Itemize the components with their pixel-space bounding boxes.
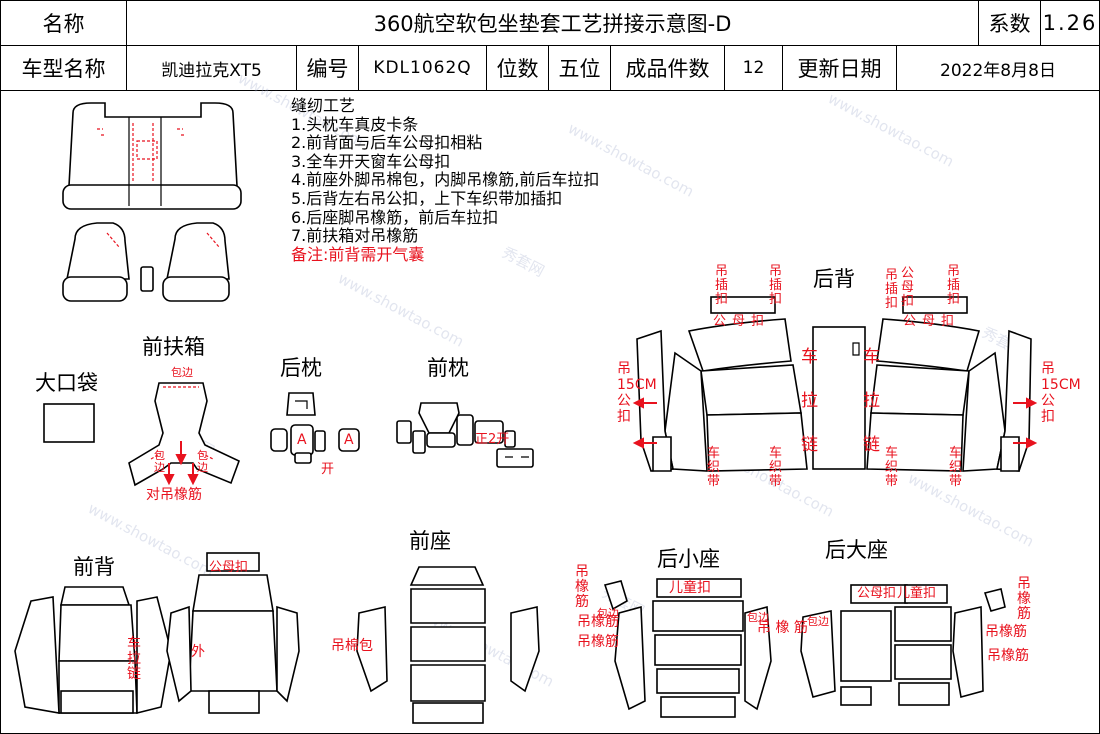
annotation-armrest-edge: 包边 bbox=[171, 366, 193, 379]
notes-title: 缝纫工艺 bbox=[291, 96, 356, 115]
annotation-front-headrest-open: 正2开 bbox=[475, 432, 510, 447]
rear-back-center-panel bbox=[812, 326, 866, 470]
rear-small-seat-drawing bbox=[603, 578, 772, 718]
annotation-child-buckle: 儿童扣 bbox=[897, 586, 937, 601]
front-armrest-drawing bbox=[128, 382, 241, 487]
section-rear-big-seat: 后大座 bbox=[825, 538, 888, 562]
front-back-drawing bbox=[14, 552, 300, 715]
annotation-armrest-rubber: 对吊橡筋 bbox=[146, 487, 202, 503]
annotation-rubber-band: 吊橡筋 bbox=[1017, 576, 1031, 622]
name-label: 名称 bbox=[1, 1, 127, 45]
annotation-front-seat-cotton: 吊棉包 bbox=[331, 638, 373, 654]
annotation-hang-15cm: 吊15CM公扣 bbox=[1041, 361, 1081, 425]
section-big-pocket: 大口袋 bbox=[35, 371, 98, 395]
annotation-child-buckle: 儿童扣 bbox=[669, 580, 711, 596]
annotation-front-back-zipper: 车拉链 bbox=[127, 636, 141, 682]
annotation-front-back-outside: 外 bbox=[191, 644, 205, 660]
seats-value: 五位 bbox=[549, 46, 611, 90]
notes-remark: 备注:前背需开气囊 bbox=[291, 244, 425, 264]
code-value: KDL1062Q bbox=[359, 46, 487, 90]
annotation-hang-15cm: 吊15CM公扣 bbox=[617, 361, 657, 425]
section-front-seat: 前座 bbox=[409, 529, 451, 553]
seat-overview-drawing bbox=[62, 102, 242, 302]
update-label: 更新日期 bbox=[783, 46, 897, 90]
header-row-1: 名称 360航空软包坐垫套工艺拼接示意图-D 系数 1.26 bbox=[1, 1, 1099, 46]
annotation-rubber-band-spaced: 吊 橡 筋 bbox=[757, 620, 808, 636]
update-value: 2022年8月8日 bbox=[940, 60, 1056, 81]
section-front-back: 前背 bbox=[73, 555, 115, 579]
annotation-edge: 包边 bbox=[597, 607, 619, 620]
annotation-webbing: 车织带 bbox=[949, 446, 963, 489]
code-label: 编号 bbox=[297, 46, 359, 90]
big-pocket-drawing bbox=[43, 403, 95, 443]
section-rear-back: 后背 bbox=[813, 267, 855, 291]
note-item: 4.前座外脚吊棉包，内脚吊橡筋,前后车拉扣 bbox=[291, 170, 600, 190]
note-item: 6.后座脚吊橡筋，前后车拉扣 bbox=[291, 207, 499, 227]
rear-back-left-drawing bbox=[636, 296, 808, 472]
section-rear-headrest: 后枕 bbox=[280, 356, 322, 380]
annotation-hang-buckle: 吊插扣 bbox=[885, 268, 899, 311]
annotation-hang-buckle: 吊插扣 bbox=[715, 264, 729, 307]
annotation-zipper: 车拉链 bbox=[801, 347, 818, 455]
pieces-value: 12 bbox=[725, 46, 783, 90]
annotation-headrest-a: A bbox=[344, 432, 354, 448]
section-front-headrest: 前枕 bbox=[427, 356, 469, 380]
front-seat-drawing bbox=[356, 566, 540, 724]
annotation-rubber-band: 吊橡筋 bbox=[987, 648, 1029, 664]
sewing-notes: 缝纫工艺 1.头枕车真皮卡条 2.前背面与后车公母扣相粘 3.全车开天窗车公母扣… bbox=[291, 96, 600, 264]
annotation-male-female-vertical: 公母扣 bbox=[901, 266, 915, 309]
annotation-armrest-edge: 包边 bbox=[154, 449, 165, 474]
section-front-armrest: 前扶箱 bbox=[142, 335, 205, 359]
model-value: 凯迪拉克XT5 bbox=[127, 46, 297, 90]
annotation-armrest-edge: 包边 bbox=[197, 449, 208, 474]
annotation-rubber-band: 吊橡筋 bbox=[985, 624, 1027, 640]
annotation-edge: 包边 bbox=[747, 611, 769, 624]
annotation-male-female: 公母扣 bbox=[713, 314, 771, 329]
annotation-webbing: 车织带 bbox=[769, 446, 783, 489]
annotation-hang-buckle: 吊插扣 bbox=[947, 264, 961, 307]
note-item: 2.前背面与后车公母扣相粘 bbox=[291, 133, 483, 153]
model-label: 车型名称 bbox=[1, 46, 127, 90]
rear-headrest-drawing bbox=[270, 392, 360, 464]
annotation-zipper: 车拉链 bbox=[863, 347, 880, 455]
annotation-male-female: 公母扣 bbox=[903, 314, 961, 329]
annotation-webbing: 车织带 bbox=[707, 446, 721, 489]
annotation-front-back-male-female: 公母扣 bbox=[209, 560, 249, 575]
annotation-edge: 包边 bbox=[807, 615, 829, 628]
annotation-rubber-band: 吊橡筋 bbox=[577, 614, 619, 630]
note-item: 3.全车开天窗车公母扣 bbox=[291, 151, 451, 171]
annotation-rubber-band: 吊橡筋 bbox=[575, 564, 589, 610]
front-headrest-drawing bbox=[396, 402, 534, 468]
annotation-rear-big-male-female: 公母扣 bbox=[857, 586, 897, 601]
annotation-webbing: 车织带 bbox=[885, 446, 899, 489]
document-title: 360航空软包坐垫套工艺拼接示意图-D bbox=[127, 1, 979, 45]
annotation-headrest-open: 开 bbox=[321, 462, 335, 477]
annotation-headrest-a: A bbox=[297, 432, 307, 448]
header-row-2: 车型名称 凯迪拉克XT5 编号 KDL1062Q 位数 五位 成品件数 12 更… bbox=[1, 46, 1099, 91]
note-item: 5.后背左右吊公扣，上下车织带加插扣 bbox=[291, 188, 563, 208]
coefficient-label: 系数 bbox=[979, 1, 1041, 45]
coefficient-value: 1.26 bbox=[1042, 11, 1098, 35]
rear-back-right-drawing bbox=[866, 296, 1032, 472]
section-rear-small-seat: 后小座 bbox=[657, 547, 720, 571]
pieces-label: 成品件数 bbox=[611, 46, 725, 90]
rear-big-seat-drawing bbox=[800, 584, 1006, 706]
annotation-hang-buckle: 吊插扣 bbox=[769, 264, 783, 307]
note-item: 7.前扶箱对吊橡筋 bbox=[291, 226, 419, 246]
note-item: 1.头枕车真皮卡条 bbox=[291, 114, 419, 134]
annotation-rubber-band: 吊橡筋 bbox=[577, 634, 619, 650]
seats-label: 位数 bbox=[487, 46, 549, 90]
